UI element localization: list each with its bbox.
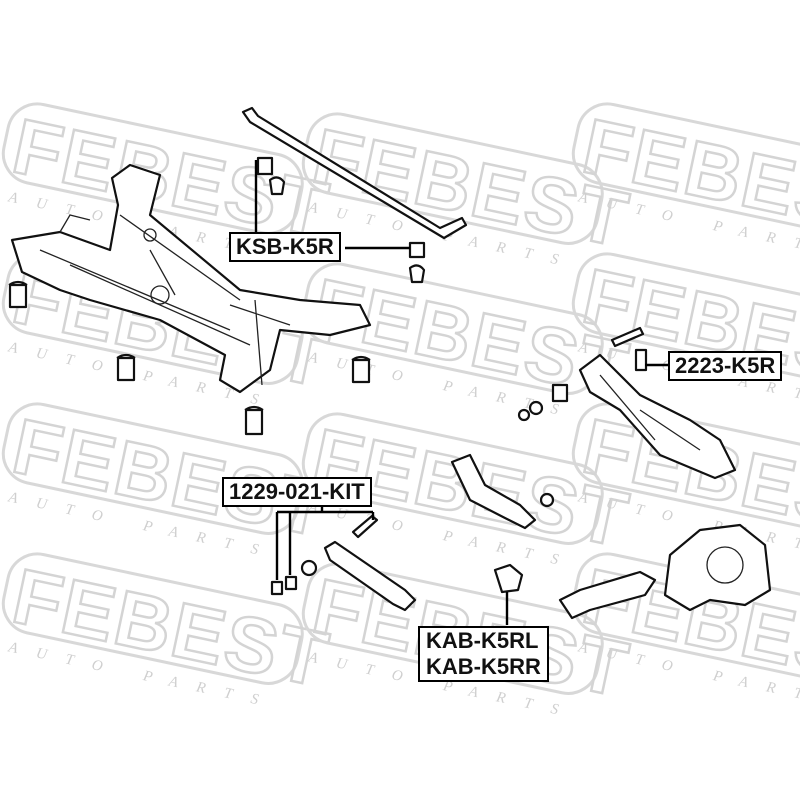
knuckle-and-lateral-arm	[493, 523, 772, 620]
subframe-mounts	[8, 280, 371, 436]
part-label-kab-k5rr[interactable]: KAB-K5RR	[426, 654, 541, 679]
lower-control-arm	[270, 514, 417, 612]
part-label-ksb-k5r[interactable]: KSB-K5R	[229, 232, 341, 262]
upper-control-arm	[450, 453, 555, 530]
trailing-arm	[517, 326, 737, 480]
rear-subframe	[10, 163, 372, 394]
stabilizer-bar	[241, 106, 468, 284]
part-label-1229-021-kit[interactable]: 1229-021-KIT	[222, 477, 372, 507]
part-label-2223-k5r[interactable]: 2223-K5R	[668, 351, 783, 381]
part-label-kab-k5rl[interactable]: KAB-K5RL	[426, 628, 539, 653]
leader-lines	[254, 160, 668, 625]
part-label-kab-group: KAB-K5RL KAB-K5RR	[418, 626, 549, 682]
